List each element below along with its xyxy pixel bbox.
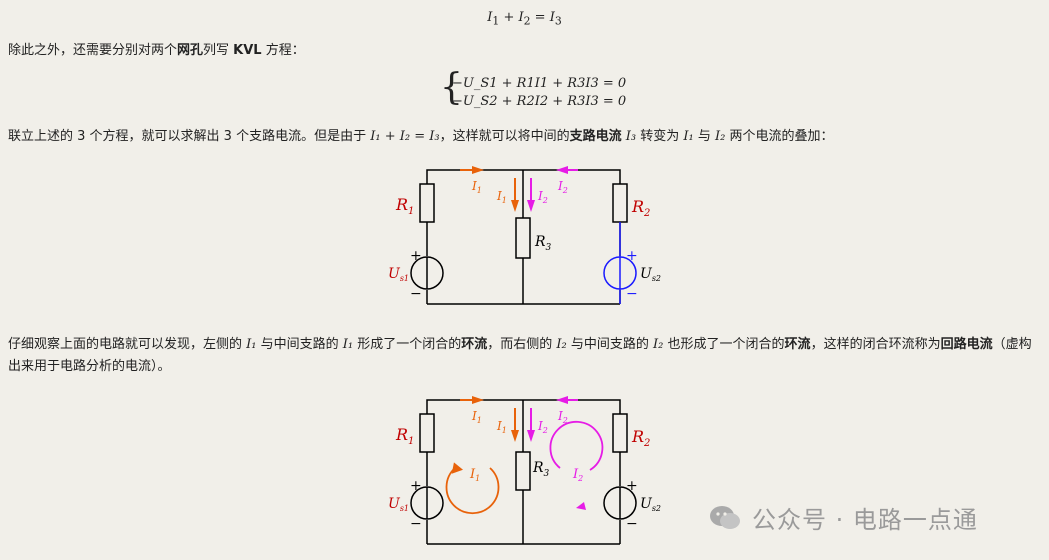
label-us2: Us2	[640, 496, 661, 513]
label-i1-mid: I1	[496, 419, 507, 435]
resistor-r3	[515, 451, 531, 491]
plus-us1: +	[410, 478, 422, 494]
watermark: 公众号 · 电路一点通	[708, 500, 978, 535]
minus-us1: −	[410, 286, 422, 302]
label-us1: Us1	[388, 496, 409, 513]
arrow-i1-mid	[511, 200, 519, 212]
label-r1: R1	[395, 425, 414, 447]
brace-symbol: {	[440, 67, 463, 108]
minus-us1: −	[410, 516, 422, 532]
label-i2-mid: I2	[537, 419, 548, 435]
label-r2: R2	[631, 197, 650, 219]
loop-arrow-i1	[445, 467, 500, 515]
circuit-diagram-2: R1 R2 R3 Us1 Us2 + − + − I1 I1 I2 I2 I1 …	[388, 396, 661, 545]
kvl-line-1: −U_S1 + R1I1 + R3I3 = 0	[452, 76, 627, 91]
loop-arrow-i2	[549, 420, 604, 471]
label-i2-top: I2	[557, 409, 568, 425]
plus-us2: +	[626, 478, 638, 494]
resistor-r2	[612, 413, 628, 453]
arrow-i2-mid	[527, 430, 535, 442]
arrow-i2-mid	[527, 200, 535, 212]
label-i2-mid: I2	[537, 189, 548, 205]
resistor-r2	[612, 183, 628, 223]
label-i1-top: I1	[471, 179, 482, 195]
resistor-r1	[419, 183, 435, 223]
label-r3: R3	[532, 460, 550, 479]
paragraph-loop-current: 仔细观察上面的电路就可以发现，左侧的 I₁ 与中间支路的 I₁ 形成了一个闭合的…	[8, 337, 1032, 374]
minus-us2: −	[626, 516, 638, 532]
watermark-text: 公众号 · 电路一点通	[752, 506, 978, 534]
arrow-i2-top	[556, 396, 568, 404]
minus-us2: −	[626, 286, 638, 302]
plus-us1: +	[410, 248, 422, 264]
label-r3: R3	[534, 234, 552, 253]
arrow-i1-top	[472, 166, 484, 174]
label-loop-i2: I2	[572, 467, 583, 483]
arrow-i1-top	[472, 396, 484, 404]
paragraph-kvl-intro: 除此之外，还需要分别对两个网孔列写 KVL 方程：	[8, 43, 305, 58]
resistor-r3	[515, 217, 531, 259]
label-loop-i1: I1	[469, 467, 480, 483]
plus-us2: +	[626, 248, 638, 264]
label-us1: Us1	[388, 266, 409, 283]
circuit-diagram-1: R1 R2 R3 Us1 Us2 + − + − I1 I1 I2 I2	[388, 166, 661, 305]
label-i1-mid: I1	[496, 189, 507, 205]
arrow-i2-top	[556, 166, 568, 174]
resistor-r1	[419, 413, 435, 453]
kcl-equation: I1 + I2 = I3	[487, 10, 562, 28]
arrow-i1-mid	[511, 430, 519, 442]
kvl-line-2: −U_S2 + R2I2 + R3I3 = 0	[452, 94, 627, 109]
label-r1: R1	[395, 195, 414, 217]
paragraph-superposition: 联立上述的 3 个方程，就可以求解出 3 个支路电流。但是由于 I₁ + I₂ …	[8, 129, 834, 144]
wechat-icon	[710, 505, 740, 529]
label-i1-top: I1	[471, 409, 482, 425]
label-r2: R2	[631, 427, 650, 449]
label-i2-top: I2	[557, 179, 568, 195]
label-us2: Us2	[640, 266, 661, 283]
